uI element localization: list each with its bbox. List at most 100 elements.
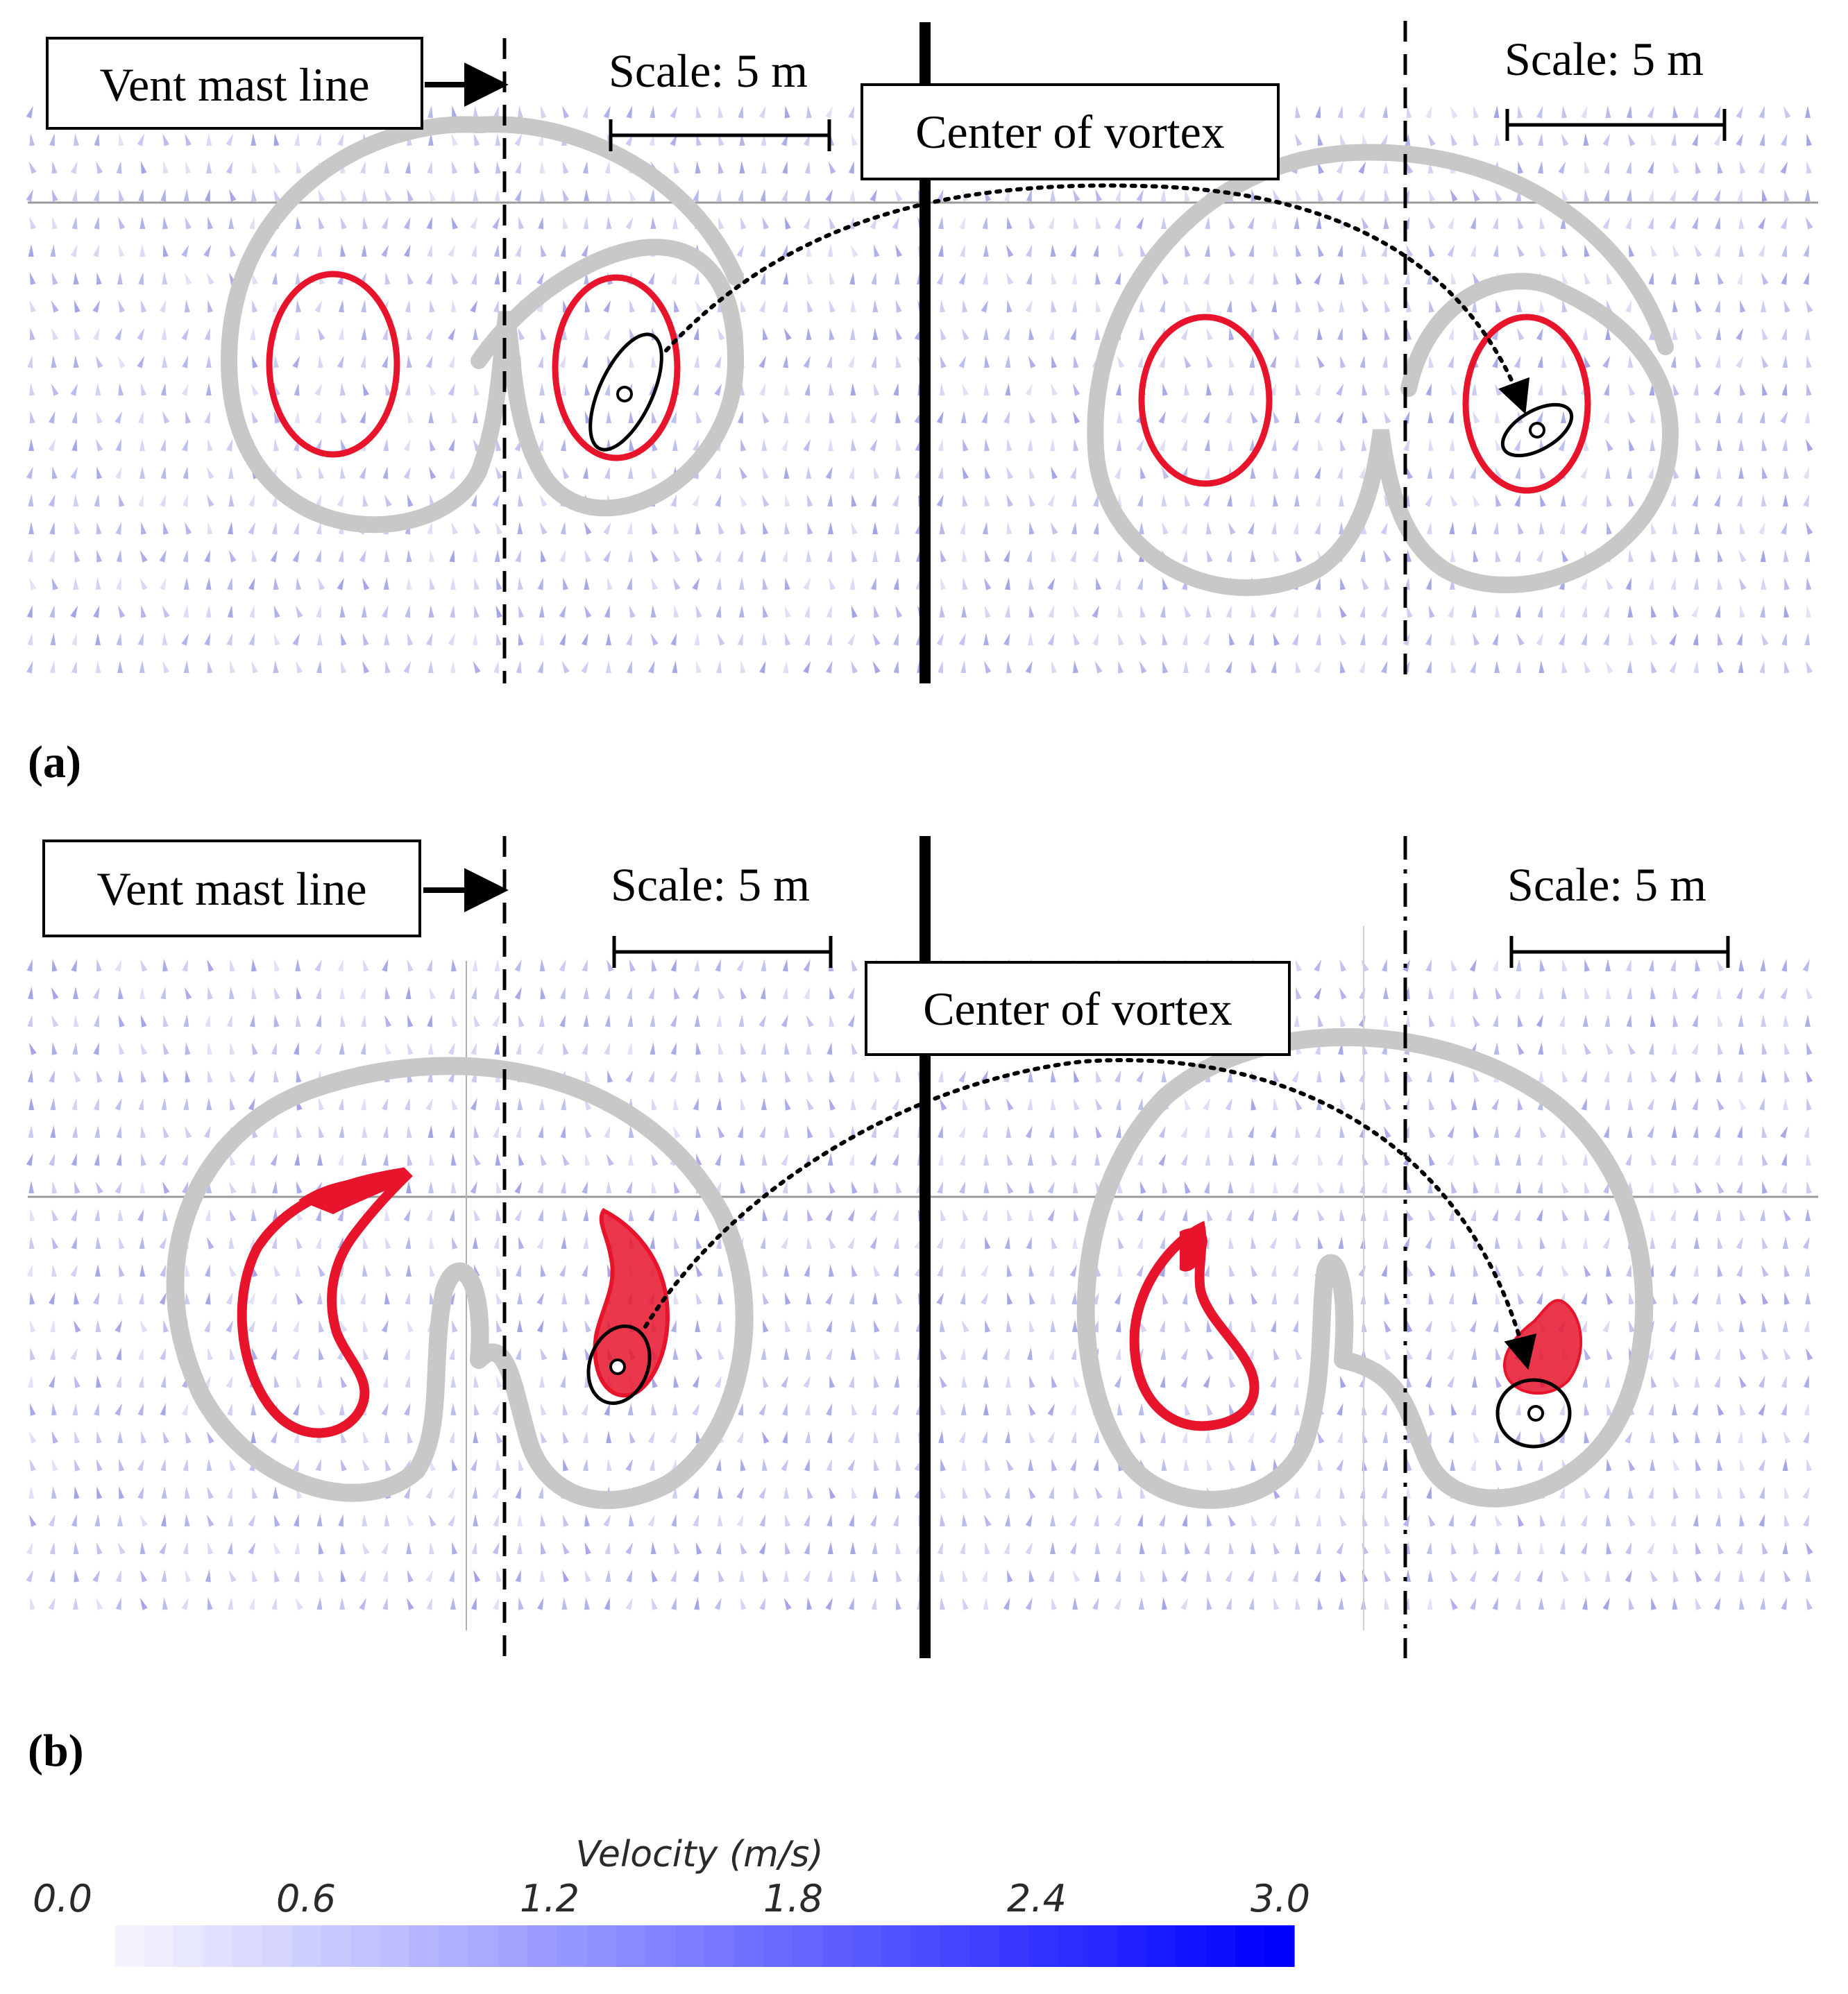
velocity-arrow <box>227 577 233 590</box>
velocity-arrow <box>562 1431 569 1444</box>
velocity-arrow <box>873 1264 881 1277</box>
velocity-arrow <box>1738 1569 1745 1583</box>
center-of-vortex-box-a: Center of vortex <box>861 83 1280 180</box>
velocity-arrow <box>825 1292 833 1305</box>
velocity-arrow <box>1650 987 1656 1000</box>
velocity-arrow <box>1473 327 1479 341</box>
velocity-arrow <box>492 494 500 507</box>
velocity-arrow <box>1806 661 1813 674</box>
velocity-arrow <box>1561 1181 1569 1194</box>
velocity-arrow <box>695 1264 703 1277</box>
velocity-arrow <box>1427 1264 1436 1277</box>
velocity-arrow <box>429 987 436 1000</box>
streamline-right-a <box>1087 144 1679 597</box>
velocity-arrow <box>873 1347 881 1361</box>
velocity-arrow <box>1625 1542 1632 1555</box>
velocity-arrow <box>1049 327 1055 341</box>
velocity-arrow <box>872 300 879 313</box>
velocity-arrow <box>273 1486 279 1499</box>
velocity-arrow <box>693 383 699 396</box>
velocity-arrow <box>536 1292 545 1305</box>
velocity-arrow <box>984 494 990 507</box>
velocity-arrow <box>872 522 879 535</box>
velocity-arrow <box>1517 1014 1523 1028</box>
velocity-arrow <box>895 605 903 618</box>
velocity-arrow <box>826 1403 833 1416</box>
velocity-arrow <box>273 661 279 674</box>
velocity-arrow <box>1270 1375 1277 1388</box>
velocity-arrow <box>94 216 100 230</box>
velocity-arrow <box>561 1236 567 1250</box>
velocity-arrow <box>892 1125 899 1139</box>
velocity-arrow <box>806 272 813 285</box>
velocity-arrow <box>895 1347 901 1361</box>
velocity-arrow <box>983 1153 990 1166</box>
velocity-arrow <box>937 1181 944 1194</box>
velocity-arrow <box>695 411 702 424</box>
velocity-arrow <box>138 1292 144 1305</box>
velocity-arrow <box>317 1153 323 1166</box>
velocity-arrow <box>717 327 725 341</box>
velocity-arrow <box>893 1264 899 1277</box>
velocity-arrow <box>873 1070 880 1083</box>
velocity-arrow <box>1495 987 1502 1000</box>
velocity-arrow <box>695 161 701 174</box>
velocity-arrow <box>581 244 588 257</box>
velocity-arrow <box>847 987 855 1000</box>
velocity-arrow <box>1805 216 1813 230</box>
velocity-arrow <box>1117 1403 1123 1416</box>
velocity-arrow <box>1780 411 1788 424</box>
velocity-arrow <box>1340 355 1346 368</box>
velocity-arrow <box>536 1236 544 1250</box>
velocity-arrow <box>1738 1320 1745 1333</box>
velocity-arrow <box>804 1264 811 1277</box>
velocity-arrow <box>1560 1125 1566 1139</box>
velocity-arrow <box>248 1320 256 1333</box>
velocity-arrow <box>1784 1292 1790 1305</box>
velocity-arrow <box>670 1070 678 1083</box>
velocity-arrow <box>1051 466 1058 479</box>
velocity-arrow <box>1092 494 1099 507</box>
velocity-arrow <box>1450 1181 1457 1194</box>
velocity-arrow <box>716 1236 722 1250</box>
velocity-arrow <box>318 1542 324 1555</box>
velocity-arrow <box>1626 1264 1632 1277</box>
velocity-arrow <box>74 300 80 313</box>
velocity-arrow <box>474 577 480 590</box>
velocity-arrow <box>1693 661 1699 674</box>
velocity-arrow <box>873 244 880 257</box>
velocity-arrow <box>938 1070 944 1083</box>
velocity-arrow <box>1450 549 1456 563</box>
velocity-arrow <box>1003 1542 1010 1555</box>
velocity-arrow <box>1428 1209 1436 1222</box>
velocity-arrow <box>1670 133 1677 146</box>
velocity-arrow <box>273 411 280 424</box>
velocity-arrow <box>582 1181 588 1194</box>
velocity-arrow <box>1117 1486 1123 1499</box>
velocity-arrow <box>1025 300 1033 313</box>
velocity-arrow <box>1650 1153 1657 1166</box>
velocity-arrow <box>28 987 33 1000</box>
velocity-arrow <box>295 272 301 285</box>
velocity-arrow <box>1294 216 1300 230</box>
velocity-arrow <box>495 633 502 646</box>
velocity-arrow <box>248 494 255 507</box>
velocity-arrow <box>1250 1542 1256 1555</box>
velocity-arrow <box>384 161 390 174</box>
velocity-arrow <box>1025 1542 1033 1555</box>
velocity-arrow <box>1495 1458 1502 1472</box>
velocity-arrow <box>518 1597 524 1610</box>
velocity-arrow <box>561 1347 568 1361</box>
velocity-arrow <box>1806 1098 1812 1111</box>
velocity-arrow <box>1581 105 1588 119</box>
velocity-arrow <box>849 577 856 590</box>
velocity-arrow <box>28 1375 34 1388</box>
velocity-arrow <box>559 355 566 368</box>
velocity-arrow <box>160 1458 167 1472</box>
velocity-arrow <box>1605 438 1613 452</box>
velocity-arrow <box>50 1125 56 1139</box>
velocity-arrow <box>1629 1597 1634 1610</box>
velocity-arrow <box>1361 438 1367 452</box>
velocity-arrow <box>1294 1403 1300 1416</box>
velocity-arrow <box>1137 1209 1144 1222</box>
